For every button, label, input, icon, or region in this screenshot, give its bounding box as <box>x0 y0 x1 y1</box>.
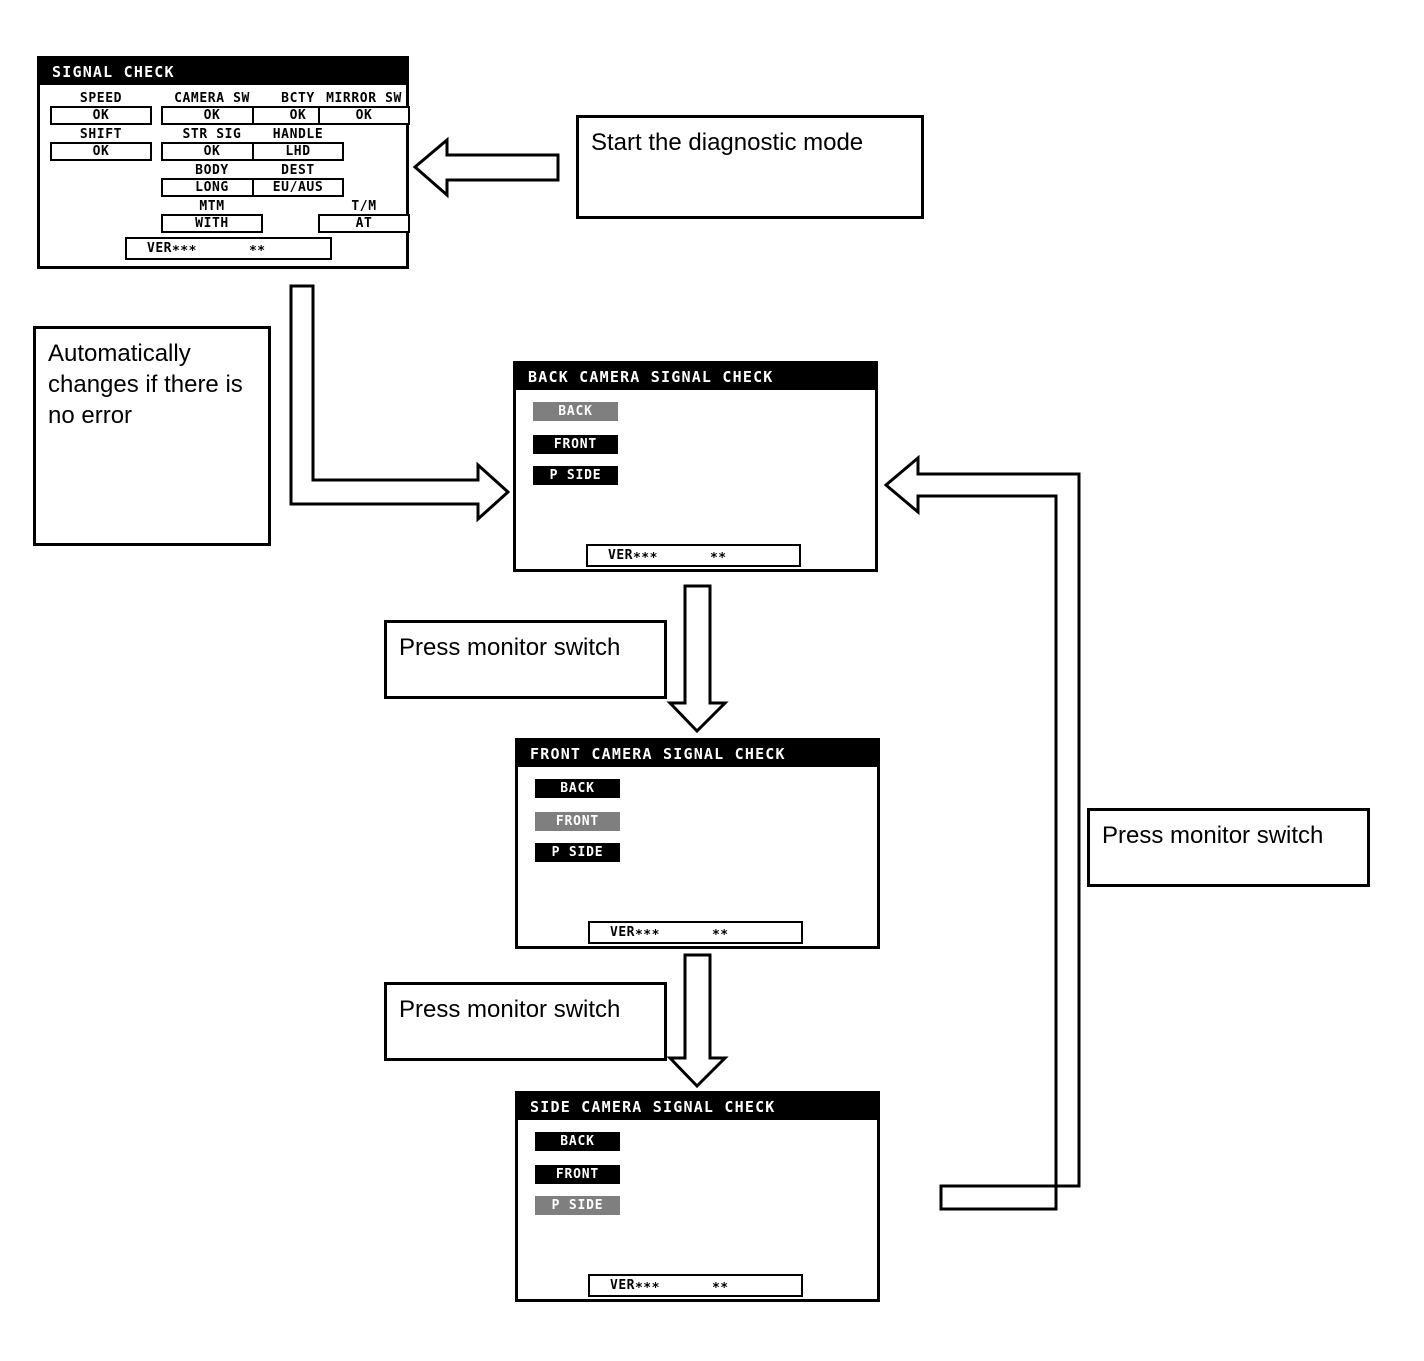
field-str-sig: STR SIG OK <box>161 127 263 161</box>
field-str-sig-label: STR SIG <box>182 127 242 142</box>
version-label-signal-check: VER∗∗∗ <box>147 241 197 256</box>
field-dest: DEST EU/AUS <box>252 163 344 197</box>
button-front-camera-pside[interactable]: P SIDE <box>535 843 620 862</box>
field-body-value: LONG <box>161 178 263 197</box>
version-label-front-camera: VER∗∗∗ <box>610 925 660 940</box>
screen-body-signal-check: SPEED OK CAMERA SW OK BCTY OK MIRROR SW … <box>40 85 410 266</box>
field-camera-sw-label: CAMERA SW <box>174 91 250 106</box>
version-label-back-camera: VER∗∗∗ <box>608 548 658 563</box>
button-front-camera-back[interactable]: BACK <box>535 779 620 798</box>
screen-title-signal-check: SIGNAL CHECK <box>40 59 406 85</box>
field-body: BODY LONG <box>161 163 263 197</box>
version-bar-signal-check: VER∗∗∗ ∗∗ <box>125 237 332 260</box>
arrow-start-to-signal-check <box>412 136 560 199</box>
field-handle-value: LHD <box>252 142 344 161</box>
field-bcty-label: BCTY <box>281 91 315 106</box>
field-shift: SHIFT OK <box>50 127 152 161</box>
field-dest-value: EU/AUS <box>252 178 344 197</box>
screen-side-camera: SIDE CAMERA SIGNAL CHECK BACK FRONT P SI… <box>515 1091 880 1302</box>
version-stars-back-camera: ∗∗ <box>709 548 727 563</box>
note-press-monitor-switch-2: Press monitor switch <box>384 982 667 1061</box>
field-mirror-sw-value: OK <box>318 106 410 125</box>
field-speed: SPEED OK <box>50 91 152 125</box>
note-press-monitor-switch-3: Press monitor switch <box>1087 808 1370 887</box>
version-bar-side-camera: VER∗∗∗ ∗∗ <box>588 1274 803 1297</box>
screen-body-side-camera: BACK FRONT P SIDE VER∗∗∗ ∗∗ <box>518 1120 877 1299</box>
note-auto-change: Automatically changes if there is no err… <box>33 326 271 546</box>
arrow-front-to-side-camera <box>666 953 729 1089</box>
button-side-camera-front[interactable]: FRONT <box>535 1165 620 1184</box>
screen-body-back-camera: BACK FRONT P SIDE VER∗∗∗ ∗∗ <box>516 390 875 569</box>
version-stars-signal-check: ∗∗ <box>248 241 266 256</box>
version-stars-side-camera: ∗∗ <box>711 1278 729 1293</box>
field-body-label: BODY <box>195 163 229 178</box>
field-mtm: MTM WITH <box>161 199 263 233</box>
version-stars-front-camera: ∗∗ <box>711 925 729 940</box>
note-press-monitor-switch-1: Press monitor switch <box>384 620 667 699</box>
field-mtm-label: MTM <box>199 199 225 214</box>
field-handle-label: HANDLE <box>272 127 324 142</box>
field-tm: T/M AT <box>318 199 410 233</box>
field-mirror-sw: MIRROR SW OK <box>318 91 410 125</box>
button-back-camera-front[interactable]: FRONT <box>533 435 618 454</box>
field-str-sig-value: OK <box>161 142 263 161</box>
field-tm-value: AT <box>318 214 410 233</box>
field-handle: HANDLE LHD <box>252 127 344 161</box>
button-back-camera-pside[interactable]: P SIDE <box>533 466 618 485</box>
arrow-back-to-front-camera <box>666 584 729 734</box>
field-mirror-sw-label: MIRROR SW <box>326 91 402 106</box>
field-speed-value: OK <box>50 106 152 125</box>
field-camera-sw: CAMERA SW OK <box>161 91 263 125</box>
button-front-camera-front[interactable]: FRONT <box>535 812 620 831</box>
field-tm-label: T/M <box>351 199 377 214</box>
button-side-camera-pside[interactable]: P SIDE <box>535 1196 620 1215</box>
field-mtm-value: WITH <box>161 214 263 233</box>
screen-title-back-camera: BACK CAMERA SIGNAL CHECK <box>516 364 875 390</box>
field-camera-sw-value: OK <box>161 106 263 125</box>
screen-title-side-camera: SIDE CAMERA SIGNAL CHECK <box>518 1094 877 1120</box>
field-shift-value: OK <box>50 142 152 161</box>
button-back-camera-back[interactable]: BACK <box>533 402 618 421</box>
arrow-signal-check-to-back-camera <box>289 284 511 523</box>
version-bar-back-camera: VER∗∗∗ ∗∗ <box>586 544 801 567</box>
screen-body-front-camera: BACK FRONT P SIDE VER∗∗∗ ∗∗ <box>518 767 877 946</box>
version-label-side-camera: VER∗∗∗ <box>610 1278 660 1293</box>
screen-title-front-camera: FRONT CAMERA SIGNAL CHECK <box>518 741 877 767</box>
field-dest-label: DEST <box>281 163 315 178</box>
note-start-diagnostic-mode: Start the diagnostic mode <box>576 115 924 219</box>
screen-back-camera: BACK CAMERA SIGNAL CHECK BACK FRONT P SI… <box>513 361 878 572</box>
field-shift-label: SHIFT <box>79 127 123 142</box>
screen-signal-check: SIGNAL CHECK SPEED OK CAMERA SW OK BCTY … <box>37 56 410 269</box>
screen-front-camera: FRONT CAMERA SIGNAL CHECK BACK FRONT P S… <box>515 738 880 949</box>
field-speed-label: SPEED <box>79 91 123 106</box>
arrow-side-camera-return-to-back-camera <box>883 454 1081 1211</box>
version-bar-front-camera: VER∗∗∗ ∗∗ <box>588 921 803 944</box>
button-side-camera-back[interactable]: BACK <box>535 1132 620 1151</box>
